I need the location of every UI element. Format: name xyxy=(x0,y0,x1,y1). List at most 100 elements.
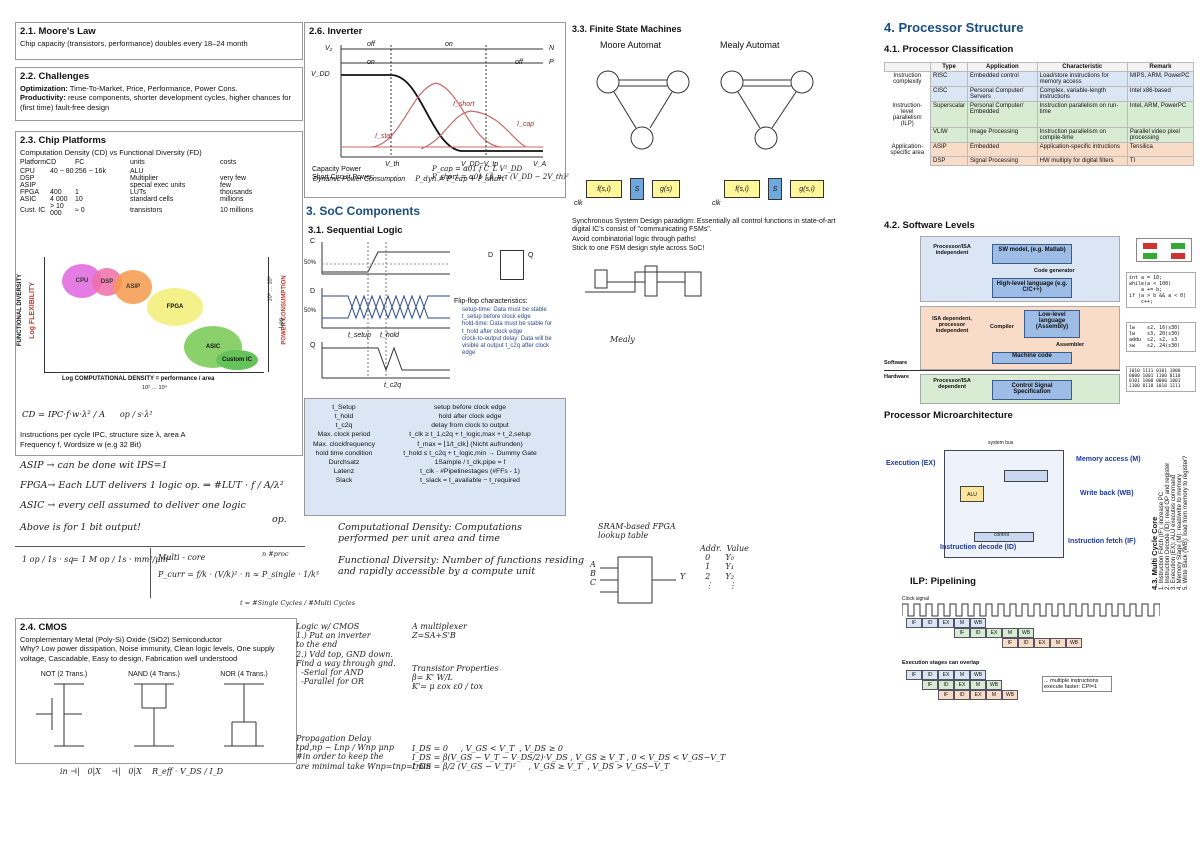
hw-sram-title: SRAM-based FPGA lookup table xyxy=(598,522,676,541)
ilp-stage-cell: EX xyxy=(938,618,954,628)
tsetup-label: t_setup xyxy=(348,332,371,339)
hw-divider-1 xyxy=(15,546,305,547)
ilp-title: ILP: Pipelining xyxy=(910,576,976,587)
hw-vdivider xyxy=(150,548,151,598)
not-gate-schematic xyxy=(36,683,84,747)
sig-d-pct: 50% xyxy=(304,308,317,314)
sw-box-hll: High-level language (e.g. C/C++) xyxy=(992,278,1072,298)
soc-title: 3. SoC Components xyxy=(306,204,421,218)
gate-nand: NAND (4 Trans.) xyxy=(114,671,194,754)
ilp-overlap-cell: WB xyxy=(986,680,1002,690)
sw-box-ctrl: Control Signal Specification xyxy=(992,380,1072,400)
sw-levels-title: 4.2. Software Levels xyxy=(884,220,975,231)
ilp-overlap-cell: M xyxy=(954,670,970,680)
nand-gate-schematic xyxy=(134,683,174,747)
prod-text: reuse components, shorter development cy… xyxy=(20,93,291,112)
hw-multicore-title: Multi - core xyxy=(158,553,206,562)
challenges-title: 2.2. Challenges xyxy=(20,71,90,82)
lut-row: 1 Y₁ xyxy=(700,562,734,572)
ilp-overlap-cell: IF xyxy=(906,670,922,680)
platforms-header-row: PlatformCD FC units costs xyxy=(20,159,237,167)
code-asm: lw s2, 16(s30) lw s3, 20(s30) addu s2, s… xyxy=(1126,322,1196,352)
ilp-stage-cell: WB xyxy=(1066,638,1082,648)
fsm-diagrams xyxy=(596,70,814,150)
fsm-moore-circuit: f(s,i) S g(s) clk xyxy=(572,174,702,208)
ilp-overlap-cell: EX xyxy=(938,670,954,680)
cmos-section: 2.4. CMOS Complementary Metal (Poly-Si) … xyxy=(15,618,297,764)
dff-symbol xyxy=(500,250,524,280)
inv-off-2: off xyxy=(515,59,523,66)
ilp-overlap-cell: IF xyxy=(922,680,938,690)
mealy-label: Mealy Automat xyxy=(720,40,780,50)
multi-cycle-title: 4.3. Multi Cycle Core xyxy=(1150,516,1159,590)
ff-characteristics: Flip-flop characteristics: setup-time: D… xyxy=(454,298,553,357)
lut-addr-header: Addr. xyxy=(700,544,722,553)
gate-not: NOT (2 Trans.) xyxy=(24,671,104,754)
micro-reg xyxy=(1004,470,1048,482)
code-c: int a = 10; while(a < 100) a += b; if (a… xyxy=(1126,272,1196,308)
hw-lut-output: Y xyxy=(680,572,686,581)
nor-gate-schematic xyxy=(224,683,264,747)
hw-mux: A multiplexer Z=SA+S'B xyxy=(412,622,467,641)
gate-nor: NOR (4 Trans.) xyxy=(204,671,284,754)
cd-formula: CD = IPC·f·w·λ² / A op / s·λ² xyxy=(22,410,153,420)
lut-row: 2 Y₂ xyxy=(700,571,734,581)
micro-alu: ALU xyxy=(960,486,984,502)
inv-vin: V_th xyxy=(385,161,400,168)
proc-title: 4. Processor Structure xyxy=(884,20,1024,35)
cd-note-2: Frequency f, Wordsize w (e.g 32 Bit) xyxy=(20,440,142,449)
ilp-stage-cell: M xyxy=(954,618,970,628)
cmos-subtitle: Complementary Metal (Poly-Si) Oxide (SiO… xyxy=(20,635,222,644)
seq-logic-title: 3.1. Sequential Logic xyxy=(308,225,403,236)
ilp-stage-cell: IF xyxy=(954,628,970,638)
dff-d: D xyxy=(488,252,494,259)
sig-c-pct: 50% xyxy=(304,260,317,266)
micro-bus: system bus xyxy=(988,440,1014,446)
right-axis-label: POWER CONSUMPTION xyxy=(281,275,288,345)
cd-note-1: Instructions per cycle IPC, structure si… xyxy=(20,430,186,439)
micro-diagram: ALU Execution (EX) Memory access (M) Wri… xyxy=(884,430,1152,568)
ilp-overlap-cell: M xyxy=(986,690,1002,700)
ilp-overlap-cell: M xyxy=(970,680,986,690)
hw-cd-def: Computational Density: Computations perf… xyxy=(338,522,523,544)
ilp-overlap-cell: ID xyxy=(954,690,970,700)
code-bin: 1010 1111 0101 1000 0000 1001 1100 0110 … xyxy=(1126,366,1196,392)
hw-frac-1: 1 op / 1s · sq xyxy=(22,555,74,564)
hw-asip: ASIP → can be done wit IPS=1 xyxy=(20,460,168,471)
fsm-text-3: Stick to one FSM design style across SoC… xyxy=(572,245,705,252)
proc-table-row: Instruction-level parallelism (ILP)Super… xyxy=(885,101,1195,128)
fsm-title: 3.3. Finite State Machines xyxy=(572,24,682,34)
hw-lut-sketch xyxy=(600,556,676,604)
hw-cmos-note: in ⊣| 0|X ⊣| 0|X R_eff · V_DS / I_D xyxy=(60,767,224,776)
ilp-overlap-cell: ID xyxy=(938,680,954,690)
moore-section: 2.1. Moore's Law Chip capacity (transist… xyxy=(15,22,303,60)
micro-wb: Write back (WB) xyxy=(1080,490,1134,497)
inv-on-1: on xyxy=(445,41,453,48)
ilp-overlap-cell: IF xyxy=(938,690,954,700)
mealy-f-block: f(s,i) xyxy=(724,180,760,198)
ilp-stage-cell: M xyxy=(1050,638,1066,648)
bubble-asip: ASIP xyxy=(114,270,152,304)
cmos-why: Why? Low power dissipation, Noise immuni… xyxy=(20,644,275,663)
platforms-section: 2.3. Chip Platforms Computation Density … xyxy=(15,131,303,456)
x-axis-ticks: 10² … 10⁴ xyxy=(142,385,167,391)
right-axis-ticks: 10⁵ … 10³ xyxy=(267,276,274,302)
tc2q-label: t_c2q xyxy=(384,382,402,389)
moore-s-block: S xyxy=(630,178,644,200)
cmos-title: 2.4. CMOS xyxy=(20,622,67,633)
sig-d: D xyxy=(310,288,316,295)
sw-levels-diagram: Processor/ISA independent ISA dependent,… xyxy=(884,236,1196,404)
